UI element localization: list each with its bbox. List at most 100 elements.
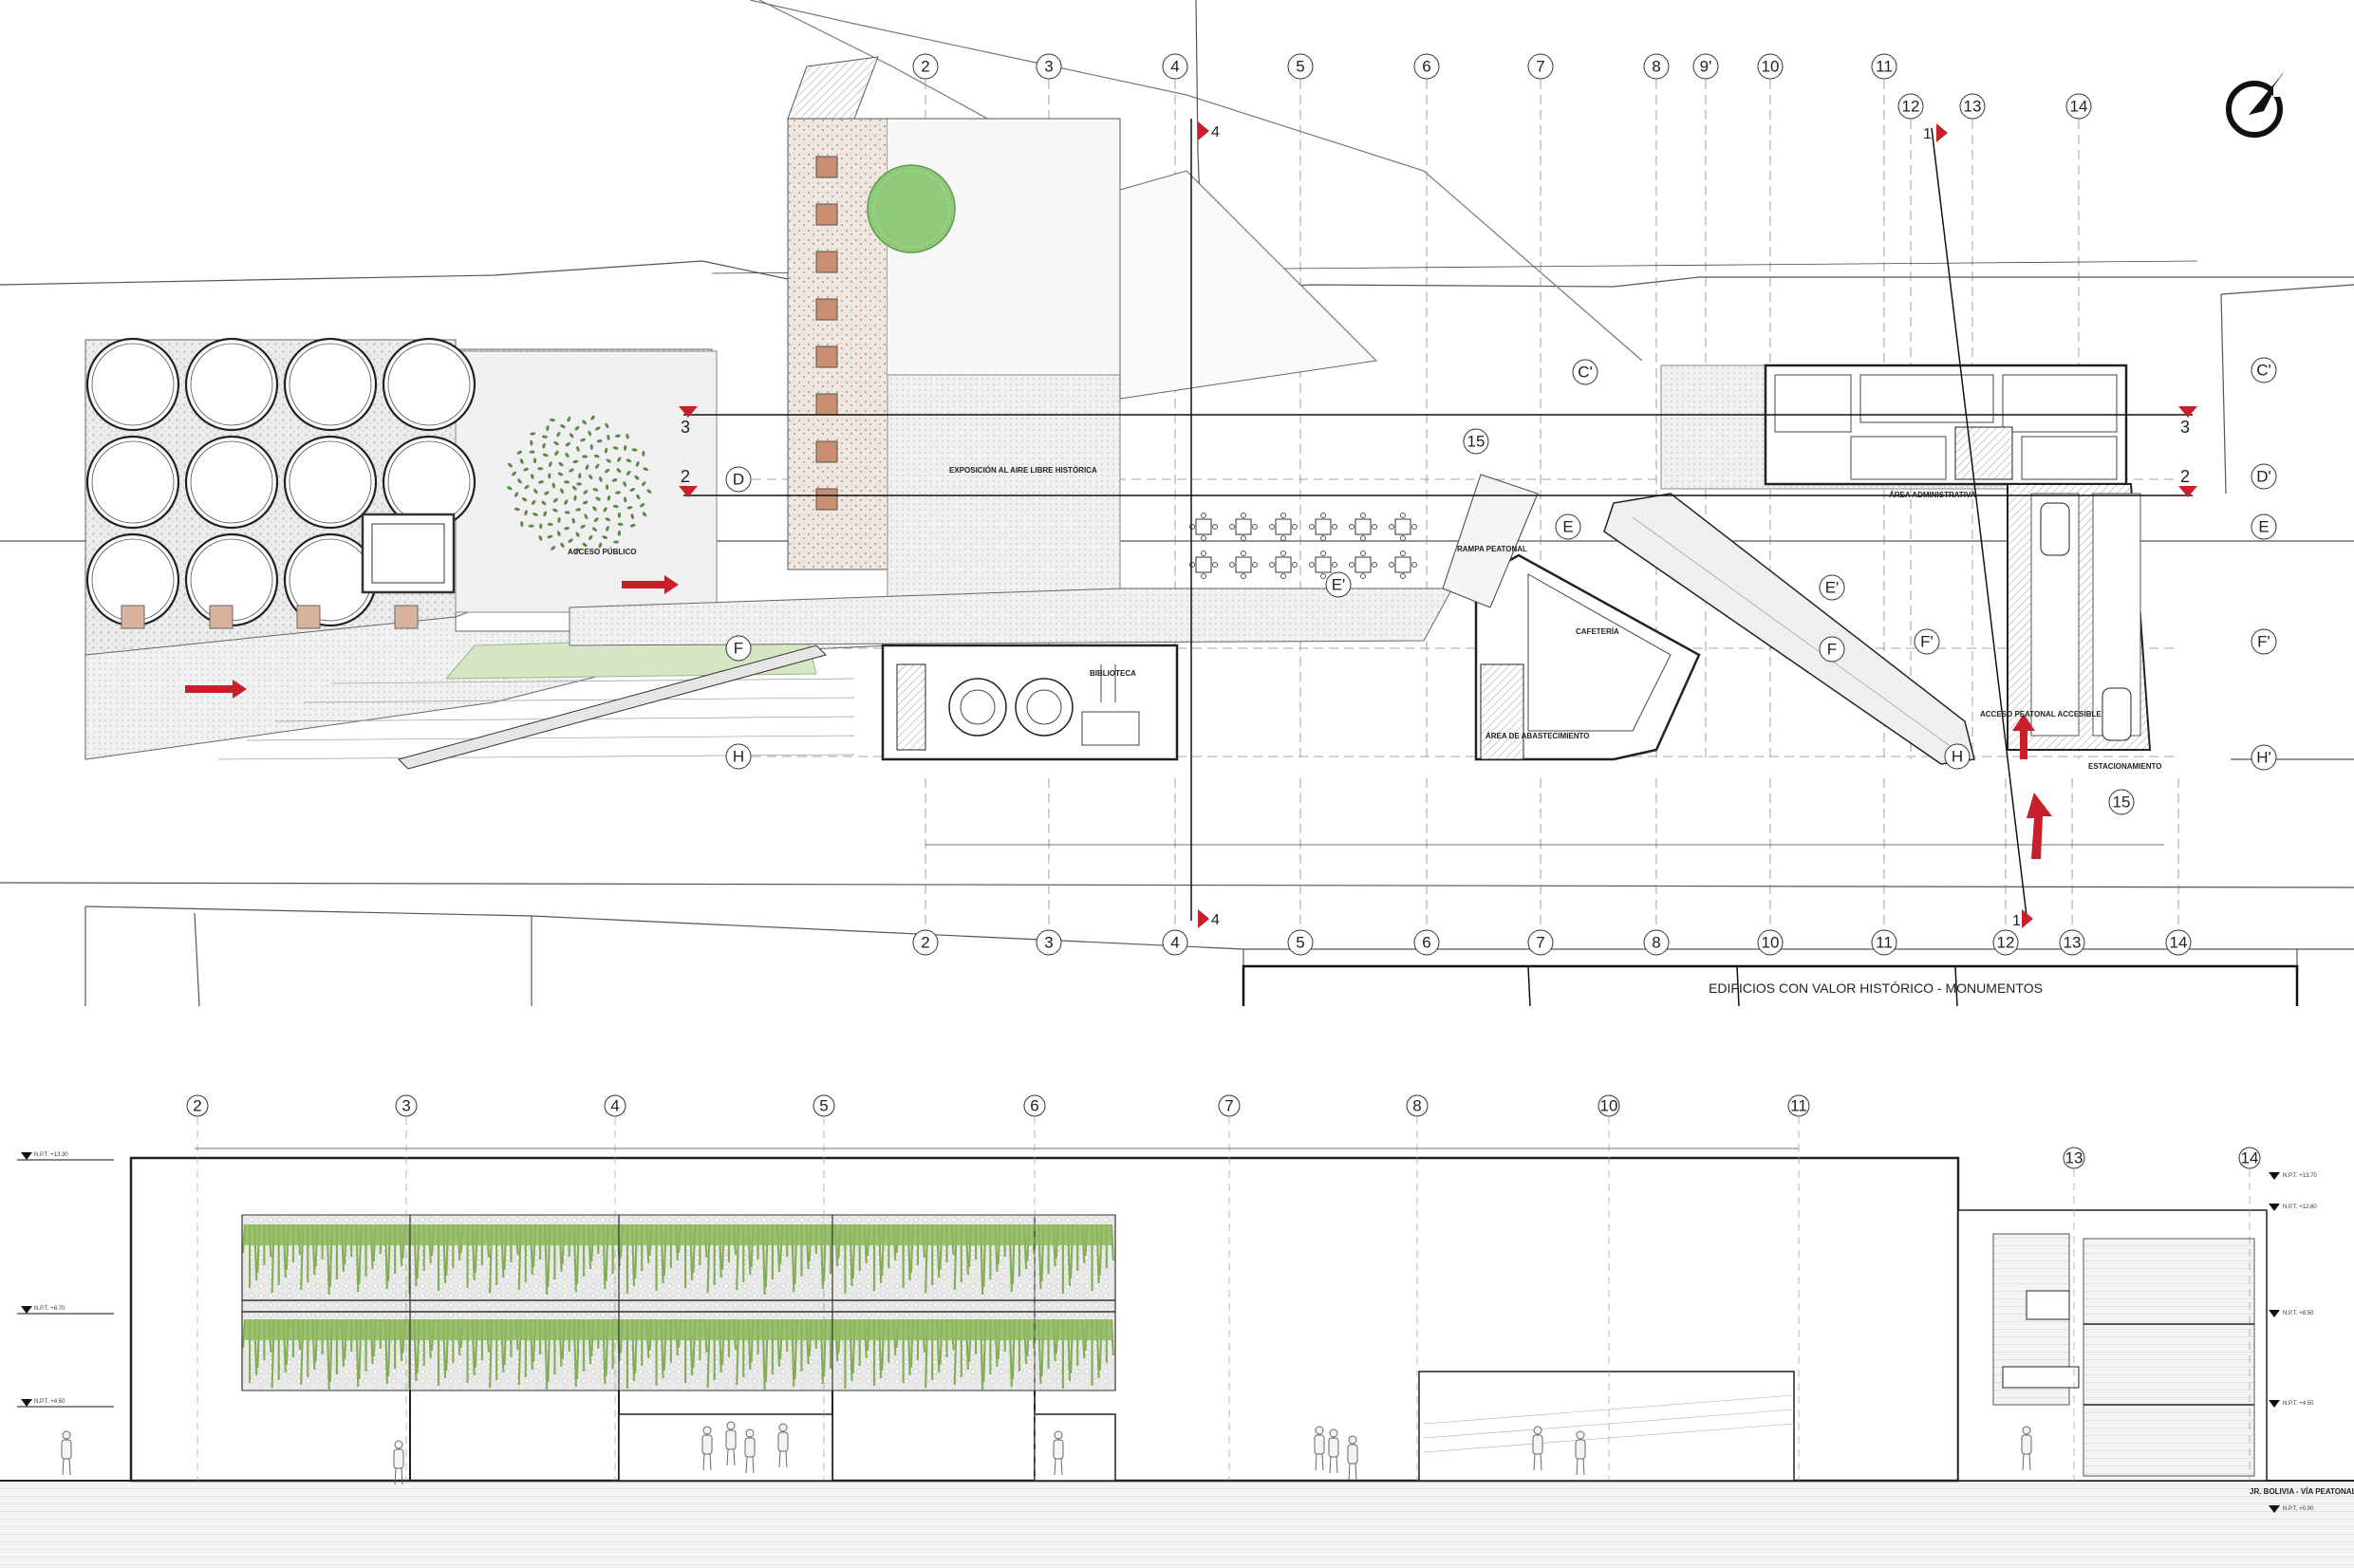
stone-paver	[296, 605, 321, 629]
level-marker-icon: N.P.T. +8.70	[17, 1306, 114, 1315]
parking-area	[2007, 483, 2152, 751]
cafeteria-building	[1442, 474, 1701, 761]
grid-label: C'	[2256, 362, 2271, 380]
car-icon	[2102, 687, 2132, 741]
grid-bubble-top: 11	[1871, 53, 1897, 80]
grid-bubble-bottom: 10	[1757, 929, 1784, 956]
stone-paver	[815, 298, 838, 321]
label-exposicion: EXPOSICIÓN AL AIRE LIBRE HISTÓRICA	[949, 466, 1097, 475]
grid-label: 13	[2064, 934, 2082, 952]
grid-label: 4	[1170, 934, 1179, 952]
person-icon	[777, 1423, 789, 1468]
grid-row-bubble: D	[725, 466, 752, 493]
grid-label: 11	[1790, 1097, 1807, 1115]
grid-bubble-top: 5	[1287, 53, 1314, 80]
table	[1195, 556, 1212, 573]
table	[1275, 556, 1292, 573]
grid-label: 10	[1600, 1097, 1618, 1115]
grid-label: 5	[1296, 934, 1304, 952]
person-icon	[61, 1430, 72, 1476]
level-marker-icon: N.P.T. +4.50	[2269, 1400, 2314, 1408]
grid-label: E	[2258, 518, 2269, 536]
person-icon	[1314, 1426, 1325, 1471]
grid-label: H	[733, 748, 744, 766]
table	[1275, 518, 1292, 535]
plaza-circle-fountains	[85, 337, 652, 629]
section-label-4-bottom: 4	[1211, 912, 1220, 928]
grid-label: H'	[2256, 749, 2271, 767]
grid-bubble-bottom: 5	[1287, 929, 1314, 956]
grid-label: 6	[1422, 58, 1430, 76]
label-estacionamiento: ESTACIONAMIENTO	[2088, 762, 2161, 771]
floor-plan: 3 2 3 2 4 4 1 1 ACCESO PÚBLICO EXPOSICIÓ…	[0, 0, 2354, 1007]
grid-row-bubble: C'	[2251, 357, 2277, 383]
grid-bubble-top: 10	[1757, 53, 1784, 80]
section-label-2-right: 2	[2180, 467, 2190, 486]
person-icon	[701, 1426, 713, 1471]
stone-pavers	[815, 156, 838, 511]
level-marker-icon: N.P.T. +13.30	[17, 1152, 114, 1161]
person-icon	[725, 1421, 737, 1466]
stone-paver	[209, 605, 234, 629]
grid-label: 7	[1536, 934, 1544, 952]
grid-row-bubble: F'	[2251, 628, 2277, 655]
arrow-up-icon	[2027, 793, 2052, 859]
grid-label: 15	[2113, 793, 2131, 812]
person-icon	[1053, 1430, 1064, 1476]
grid-bubble-top: 6	[1413, 53, 1440, 80]
admin-building	[1660, 364, 2128, 490]
grid-label: C'	[1578, 364, 1593, 382]
grid-label: 10	[1762, 58, 1780, 76]
grid-bubble-top: 8	[1643, 53, 1670, 80]
level-label: N.P.T. +8.70	[34, 1306, 65, 1312]
table	[1235, 556, 1252, 573]
grid-row-bubble: C'	[1572, 359, 1598, 385]
grid-label: 11	[1876, 58, 1893, 76]
ground-floor-openings	[618, 1371, 1795, 1482]
elevation-grid-bubble: 2	[186, 1094, 209, 1117]
level-label: N.P.T. +13.30	[34, 1152, 68, 1158]
grid-bubble-15: 15	[1463, 428, 1489, 455]
level-marker-icon: N.P.T. +8.50	[2269, 1310, 2314, 1317]
grid-label: 7	[1536, 58, 1544, 76]
car-icon	[2040, 502, 2070, 556]
elevation-grid-bubble: 11	[1787, 1094, 1810, 1117]
grid-label: 2	[193, 1097, 201, 1115]
grid-bubble-bottom: 8	[1643, 929, 1670, 956]
elevation-grid-bubble: 7	[1218, 1094, 1241, 1117]
grid-label: F	[1827, 641, 1837, 659]
plan-labels: ACCESO PÚBLICO EXPOSICIÓN AL AIRE LIBRE …	[568, 466, 2161, 771]
level-marker-icon: N.P.T. +13.70	[2269, 1172, 2317, 1180]
grid-label: 4	[1170, 58, 1179, 76]
label-cafeteria: CAFETERÍA	[1576, 627, 1619, 636]
grid-bubble-bottom: 6	[1413, 929, 1440, 956]
grid-label: F'	[2257, 633, 2270, 651]
grid-label: 8	[1652, 58, 1660, 76]
green-tree-circle	[867, 164, 956, 253]
grid-bubble-top: 3	[1036, 53, 1062, 80]
grid-label: D	[733, 471, 744, 489]
ramp-diagonal	[398, 644, 827, 770]
fountain-circle	[184, 337, 279, 432]
person-icon	[744, 1428, 756, 1474]
grid-bubble-bottom: 11	[1871, 929, 1897, 956]
level-label: N.P.T. +12.60	[2283, 1204, 2317, 1210]
ground-strip	[0, 1481, 2354, 1568]
grid-label: 6	[1030, 1097, 1038, 1115]
grid-row-bubble: F	[1819, 636, 1845, 663]
section-label-1-bottom: 1	[2012, 913, 2021, 929]
grid-label: 8	[1412, 1097, 1421, 1115]
section-label-3: 3	[681, 418, 690, 437]
label-acceso-peatonal: ACCESO PEATONAL ACCESIBLE	[1980, 710, 2102, 719]
arrow-up-icon	[2012, 714, 2035, 759]
elevation-grid-bubble: 5	[813, 1094, 835, 1117]
person-icon	[1347, 1435, 1358, 1481]
grid-label: 9'	[1700, 58, 1712, 76]
arrow-right-icon	[185, 680, 247, 699]
diagonal-ramp	[1603, 493, 1975, 765]
fountain-circle	[184, 435, 279, 530]
elevation-grid-bubble: 3	[395, 1094, 418, 1117]
grid-row-bubble: D'	[2251, 463, 2277, 490]
grid-bubble-bottom: 12	[1992, 929, 2019, 956]
